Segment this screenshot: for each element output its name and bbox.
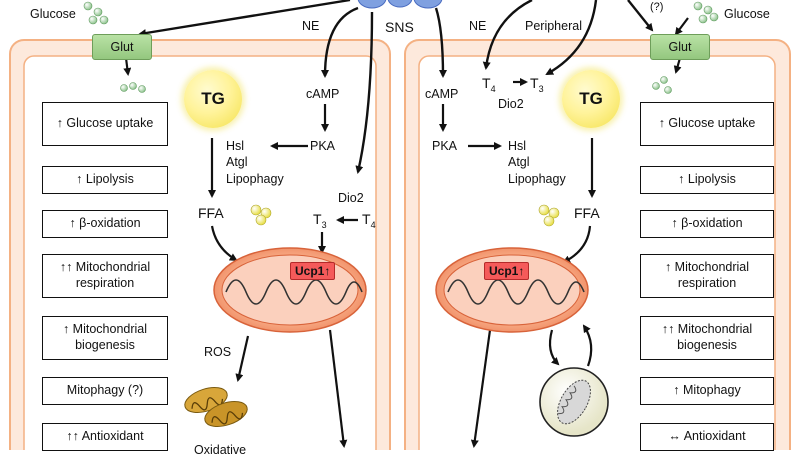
mitophagy-autophagosome-icon (539, 367, 609, 437)
peripheral-label: Peripheral (525, 19, 582, 33)
ffa-beads-right (538, 204, 560, 227)
t4-label-left: T4 (362, 211, 376, 230)
glucose-label-left: Glucose (30, 7, 76, 21)
glucose-label-right: Glucose (724, 7, 770, 21)
atgl-label: Atgl (226, 155, 248, 170)
pka-label-left: PKA (310, 139, 336, 153)
hsl-label: Hsl (508, 139, 527, 153)
ucp1-badge-left: Ucp1↑ (290, 262, 336, 280)
t3-label-right: T3 (530, 75, 544, 94)
glucose-beads-left-inside (120, 82, 146, 93)
glucose-beads-right-inside (652, 76, 672, 94)
effect-box-left: ↑ Mitochondrial biogenesis (42, 316, 168, 360)
ffa-label-right: FFA (574, 205, 600, 221)
atgl-label: Atgl (508, 155, 530, 170)
dio2-label-left: Dio2 (338, 191, 364, 205)
question-label: (?) (650, 1, 664, 13)
sns-nerve-icon (387, 0, 413, 8)
camp-label-right: cAMP (425, 87, 459, 101)
dio2-label-right: Dio2 (498, 97, 524, 111)
effect-box-right: ↑ β-oxidation (640, 210, 774, 238)
effect-box-right: ↑ Mitophagy (640, 377, 774, 405)
effect-box-left: Mitophagy (?) (42, 377, 168, 405)
glut-transporter-left: Glut (92, 34, 152, 60)
effect-box-right: ↑ Glucose uptake (640, 102, 774, 146)
arrow-ne-left (321, 6, 359, 78)
oxidative-mitochondria-icon (184, 387, 248, 427)
sns-nerve-icon (413, 0, 443, 9)
effect-box-left: ↑↑ Mitochondrial respiration (42, 254, 168, 298)
glucose-beads-top-left (83, 1, 109, 25)
oxidative-label: Oxidative (194, 443, 247, 457)
effect-box-left: ↑ Lipolysis (42, 166, 168, 194)
ucp1-badge-right: Ucp1↑ (484, 262, 530, 280)
arrow-to-right-glut (627, 0, 654, 32)
lipophagy-label: Lipophagy (226, 171, 284, 186)
ffa-beads-left (250, 204, 272, 226)
ros-label: ROS (204, 345, 232, 359)
glucose-beads-top-right (693, 1, 719, 24)
arrow-ne-right (434, 7, 447, 78)
lipophagy-label: Lipophagy (508, 171, 566, 186)
effect-box-left: ↑ Glucose uptake (42, 102, 168, 146)
t4-label-right: T4 (482, 75, 496, 94)
effect-box-left: ↑ β-oxidation (42, 210, 168, 238)
t3-label-left: T3 (313, 211, 327, 230)
mitochondrion-right (435, 247, 589, 333)
effect-box-right: ↑ Mitochondrial respiration (640, 254, 774, 298)
effect-box-right: ↔ Antioxidant (640, 423, 774, 451)
ne-label-left: NE (302, 19, 320, 33)
pka-label-right: PKA (432, 139, 458, 153)
ne-label-right: NE (469, 19, 487, 33)
arrow-sns-to-dio2-left (355, 11, 374, 174)
hsl-label: Hsl (226, 139, 245, 153)
lipolysis-enzymes-left: Hsl Atgl Lipophagy (226, 138, 284, 187)
camp-label-left: cAMP (306, 87, 340, 101)
glut-transporter-right: Glut (650, 34, 710, 60)
ffa-label-left: FFA (198, 205, 224, 221)
tg-droplet-right: TG (562, 70, 620, 128)
effect-box-right: ↑↑ Mitochondrial biogenesis (640, 316, 774, 360)
lipolysis-enzymes-right: Hsl Atgl Lipophagy (508, 138, 566, 187)
mitochondrion-left (213, 247, 367, 333)
effect-box-right: ↑ Lipolysis (640, 166, 774, 194)
arrow-peripheral-t4 (482, 0, 533, 70)
arrow-sns-to-left-glut (138, 0, 351, 37)
tg-droplet-left: TG (184, 70, 242, 128)
sns-nerve-icon (357, 0, 387, 9)
effect-box-left: ↑↑ Antioxidant (42, 423, 168, 451)
sns-label: SNS (385, 19, 414, 35)
arrow-peripheral-t3 (545, 0, 598, 76)
